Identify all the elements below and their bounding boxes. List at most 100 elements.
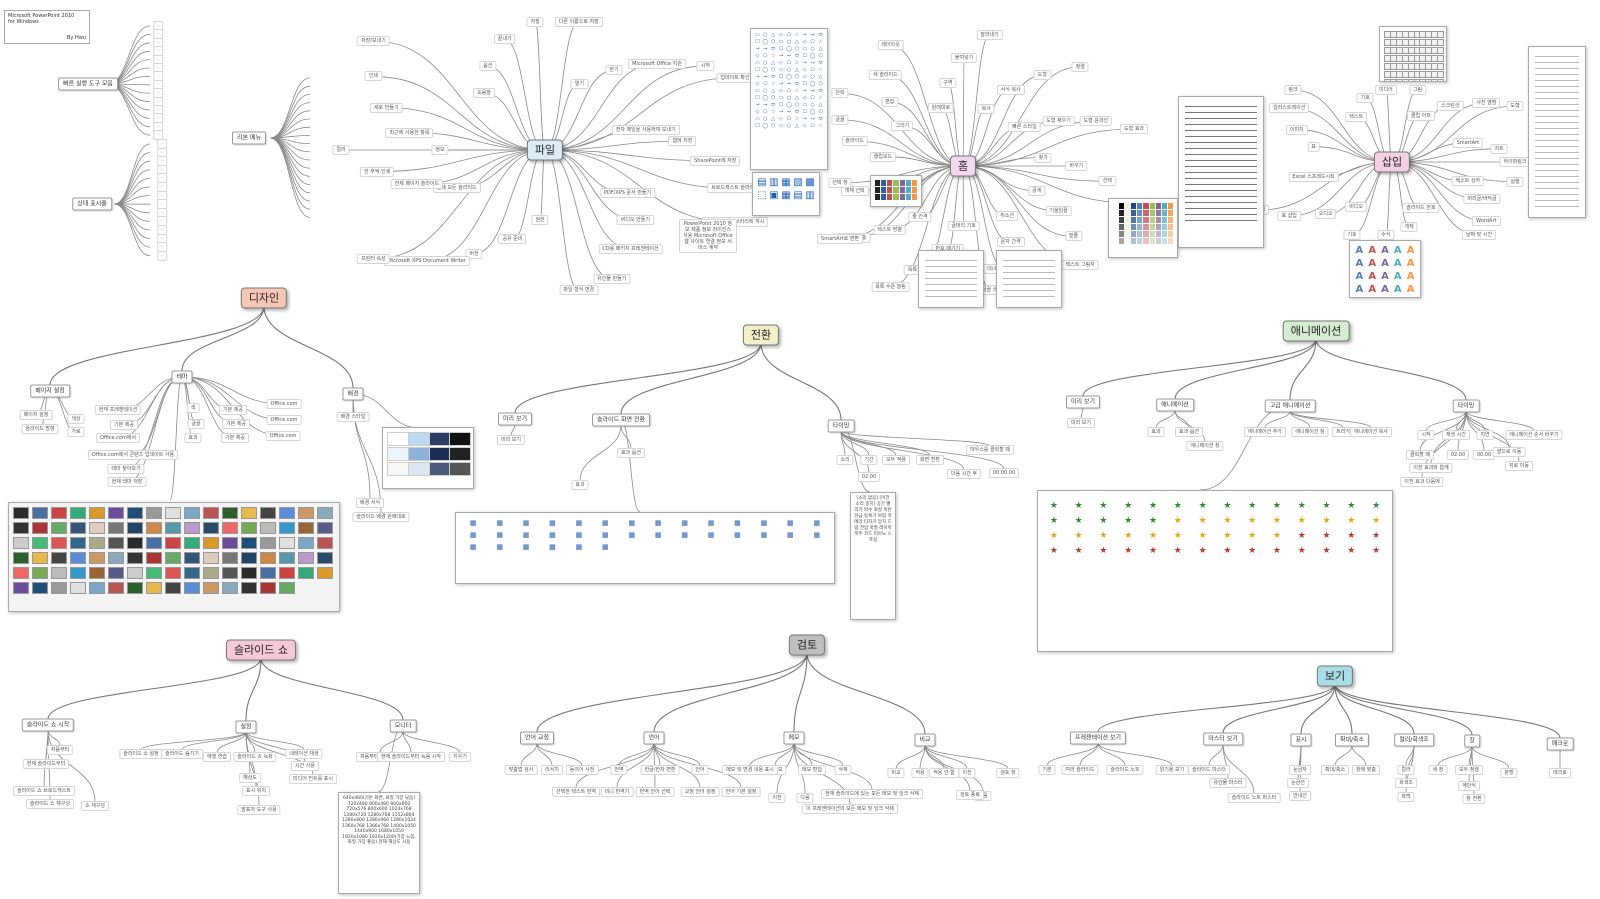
shape-icon: ⇒ <box>763 102 768 108</box>
slideshow-item: 발표자 도구 사용 <box>237 805 281 815</box>
ribbon-menu: 리본 메뉴 <box>232 131 266 145</box>
shape-icon: △ <box>818 74 823 80</box>
shape-icon: ☐ <box>755 67 760 73</box>
connector-line <box>618 742 655 767</box>
color-swatch <box>1137 231 1143 237</box>
view-item: 여러 슬라이드 <box>1061 765 1099 775</box>
view-item: 슬라이드 노트 마스터 <box>1227 793 1281 803</box>
wordart-style-icon: A <box>1368 271 1377 282</box>
connector-line <box>169 376 183 501</box>
design-background-item: 배경 스타일 <box>336 412 370 422</box>
home-item: 취소선 <box>996 211 1019 222</box>
quick-style-swatch <box>875 194 881 200</box>
review-item: 미니 번역기 <box>600 787 634 797</box>
connector-line <box>1046 742 1099 767</box>
review-item: 한글/한자 변환 <box>640 765 680 775</box>
animations-item: 애니메이션 복사 <box>1350 427 1392 437</box>
theme-thumbnail <box>127 537 143 549</box>
connector-line <box>269 110 311 139</box>
shape-gallery-panel: ▭○△◇⬠☆→⇒⬭☐◯⬡▭○△◇⬠☆→⇒⬭☐◯⬡▭○△◇⬠☆→⇒⬭☐◯⬡▭○△◇… <box>750 28 828 170</box>
design-themes: 테마 <box>171 370 193 384</box>
list-style-row <box>1535 134 1579 135</box>
file-item: 웹에 저장 <box>668 136 697 147</box>
wordart-style-icon: A <box>1381 284 1389 295</box>
animation-star-icon: ★ <box>1049 531 1058 541</box>
shape-icon: ☆ <box>794 88 800 94</box>
transition-icon: ▦ <box>787 531 794 539</box>
shape-icon: ⬠ <box>763 109 768 115</box>
animation-star-icon: ★ <box>1223 546 1232 556</box>
animation-star-icon: ★ <box>1049 516 1058 526</box>
review-proofing: 언어 교정 <box>520 731 554 745</box>
connector-line <box>181 731 247 751</box>
shape-icon: ▭ <box>778 39 784 45</box>
design-themes-item: 테마 찾아보기 <box>107 464 145 474</box>
connector-line <box>245 731 305 751</box>
list-style-row <box>1003 290 1055 291</box>
line-style-row <box>1185 130 1257 131</box>
animation-star-icon: ★ <box>1099 546 1108 556</box>
home-item: 서식 복사 <box>996 84 1025 95</box>
transition-icon: ▦ <box>760 519 768 527</box>
connector-line <box>840 430 870 474</box>
theme-thumbnail <box>127 567 143 579</box>
connector-line <box>140 731 247 751</box>
transition-icon: ▦ <box>654 519 662 527</box>
theme-thumbnail <box>184 507 200 519</box>
quick-style-swatch <box>887 187 893 193</box>
color-swatch <box>1119 203 1125 209</box>
quick-style-swatch <box>881 180 887 186</box>
theme-thumbnail <box>51 582 67 594</box>
view-item: 읽기용 보기 <box>1155 765 1189 775</box>
transitions-item: 02.00 <box>857 472 881 482</box>
insert-item: 실행 <box>1506 176 1524 187</box>
shape-icon: ◯ <box>786 102 792 108</box>
list-style-row <box>925 296 977 297</box>
connector-line <box>620 342 762 415</box>
background-swatch <box>449 462 471 476</box>
list-style-row <box>1003 296 1055 297</box>
transition-icon: ▦ <box>469 531 477 539</box>
connector-line <box>1174 409 1206 443</box>
file-item: 업데이트 확인 <box>716 72 754 83</box>
theme-thumbnail <box>260 507 276 519</box>
numbering-panel <box>996 250 1062 308</box>
list-style-row <box>1535 182 1579 183</box>
home-item: 잘라내기 <box>976 30 1003 41</box>
background-swatch <box>428 462 451 476</box>
quick-style-swatch-panel <box>870 175 922 207</box>
animation-star-icon: ★ <box>1372 531 1381 541</box>
theme-thumbnail <box>146 582 162 594</box>
transition-icons: ▦▦▦▦▦▦▦▦▦▦▦▦▦▦▦▦▦▦▦▦▦▦▦▦▦▦▦▦▦▦▦▦▦▦ <box>456 513 834 557</box>
theme-thumbnail <box>279 537 295 549</box>
file-item: 최근에 사용한 항목 <box>385 127 434 138</box>
shape-icon: ☆ <box>794 32 800 38</box>
animations-item: 이전 효과와 함께 <box>1409 463 1453 473</box>
theme-thumbnail <box>279 522 295 534</box>
quick-style-swatches <box>871 176 921 204</box>
shape-icon: ⬡ <box>771 39 776 45</box>
theme-thumbnail <box>89 507 105 519</box>
theme-thumbnail <box>222 537 238 549</box>
shape-icon: ◯ <box>762 67 769 73</box>
insert-item: 차트 <box>1490 143 1508 154</box>
shape-icon: ◇ <box>802 95 807 101</box>
review-item: 다음 <box>796 793 814 803</box>
home-item: 레이아웃 <box>877 40 904 51</box>
table-grid-cell <box>1437 63 1444 70</box>
home-item: 구역 <box>939 77 957 88</box>
shape-icon: △ <box>794 39 799 45</box>
review-item: 언어 기본 설정 <box>721 787 761 797</box>
theme-thumbnail <box>108 567 124 579</box>
theme-thumbnail <box>298 507 314 519</box>
animations-advanced: 고급 애니메이션 <box>1264 399 1316 413</box>
file-item: SharePoint에 저장 <box>690 155 741 166</box>
design-background-item: 슬라이드 배경 원래대로 <box>352 512 410 522</box>
file-item: 권한 <box>531 214 549 225</box>
connector-line <box>1174 409 1190 429</box>
tab-transitions: 전환 <box>742 324 780 346</box>
animation-star-icon: ★ <box>1074 531 1083 541</box>
animation-star-icon: ★ <box>1099 501 1108 511</box>
shape-icon: ☆ <box>818 39 823 45</box>
shape-icon: ◯ <box>762 123 769 129</box>
